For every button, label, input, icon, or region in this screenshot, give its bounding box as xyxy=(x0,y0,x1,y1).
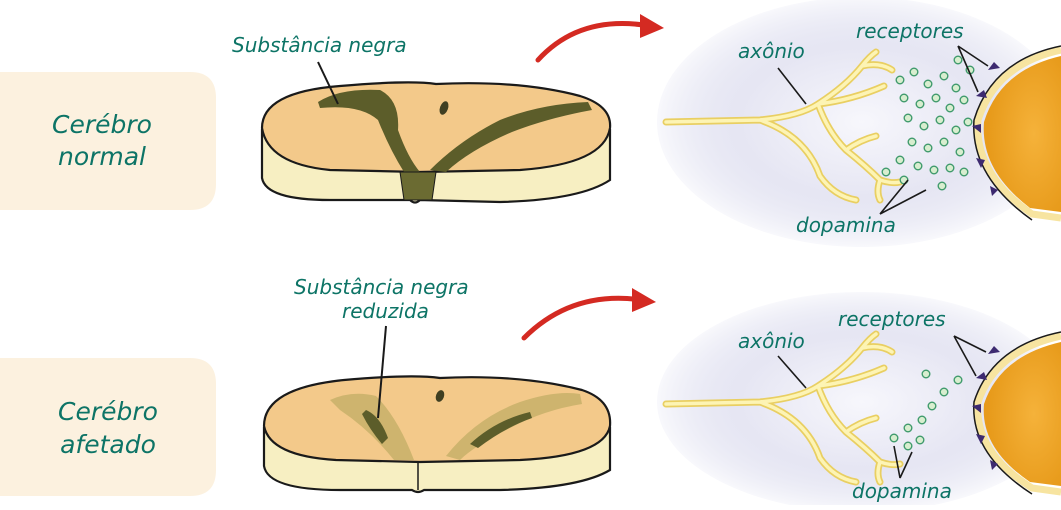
row-label-affected-line2: afetado xyxy=(60,430,156,459)
row-label-normal-line1: Cerébro xyxy=(52,110,152,139)
row-normal: Cerébro normal Substância negra xyxy=(0,0,1061,247)
dopamine-label-affected: dopamina xyxy=(852,479,952,503)
curved-red-arrow-icon xyxy=(524,288,656,338)
substantia-nigra-label-normal: Substância negra xyxy=(232,33,407,57)
brain-slice-normal xyxy=(262,82,610,202)
axon-label-normal: axônio xyxy=(738,39,805,63)
dopamine-label-normal: dopamina xyxy=(796,213,896,237)
row-label-panel-normal xyxy=(0,72,216,210)
axon-label-affected: axônio xyxy=(738,329,805,353)
substantia-nigra-center-drop xyxy=(400,172,436,200)
brain-slice-top-affected xyxy=(264,376,610,462)
row-label-panel-affected xyxy=(0,358,216,496)
substantia-nigra-label-affected: Substância negra xyxy=(294,275,469,299)
receptors-label-affected: receptores xyxy=(838,307,946,331)
row-label-normal-line2: normal xyxy=(58,142,146,171)
row-label-affected-line1: Cerébro xyxy=(58,397,158,426)
brain-slice-affected xyxy=(264,376,610,492)
substantia-nigra-label-affected-line2: reduzida xyxy=(342,299,429,323)
curved-red-arrow-icon xyxy=(538,14,664,60)
receptors-label-normal: receptores xyxy=(856,19,964,43)
brain-slice-top xyxy=(262,82,610,172)
row-affected: Cerébro afetado Substância negra reduzid… xyxy=(0,275,1061,505)
